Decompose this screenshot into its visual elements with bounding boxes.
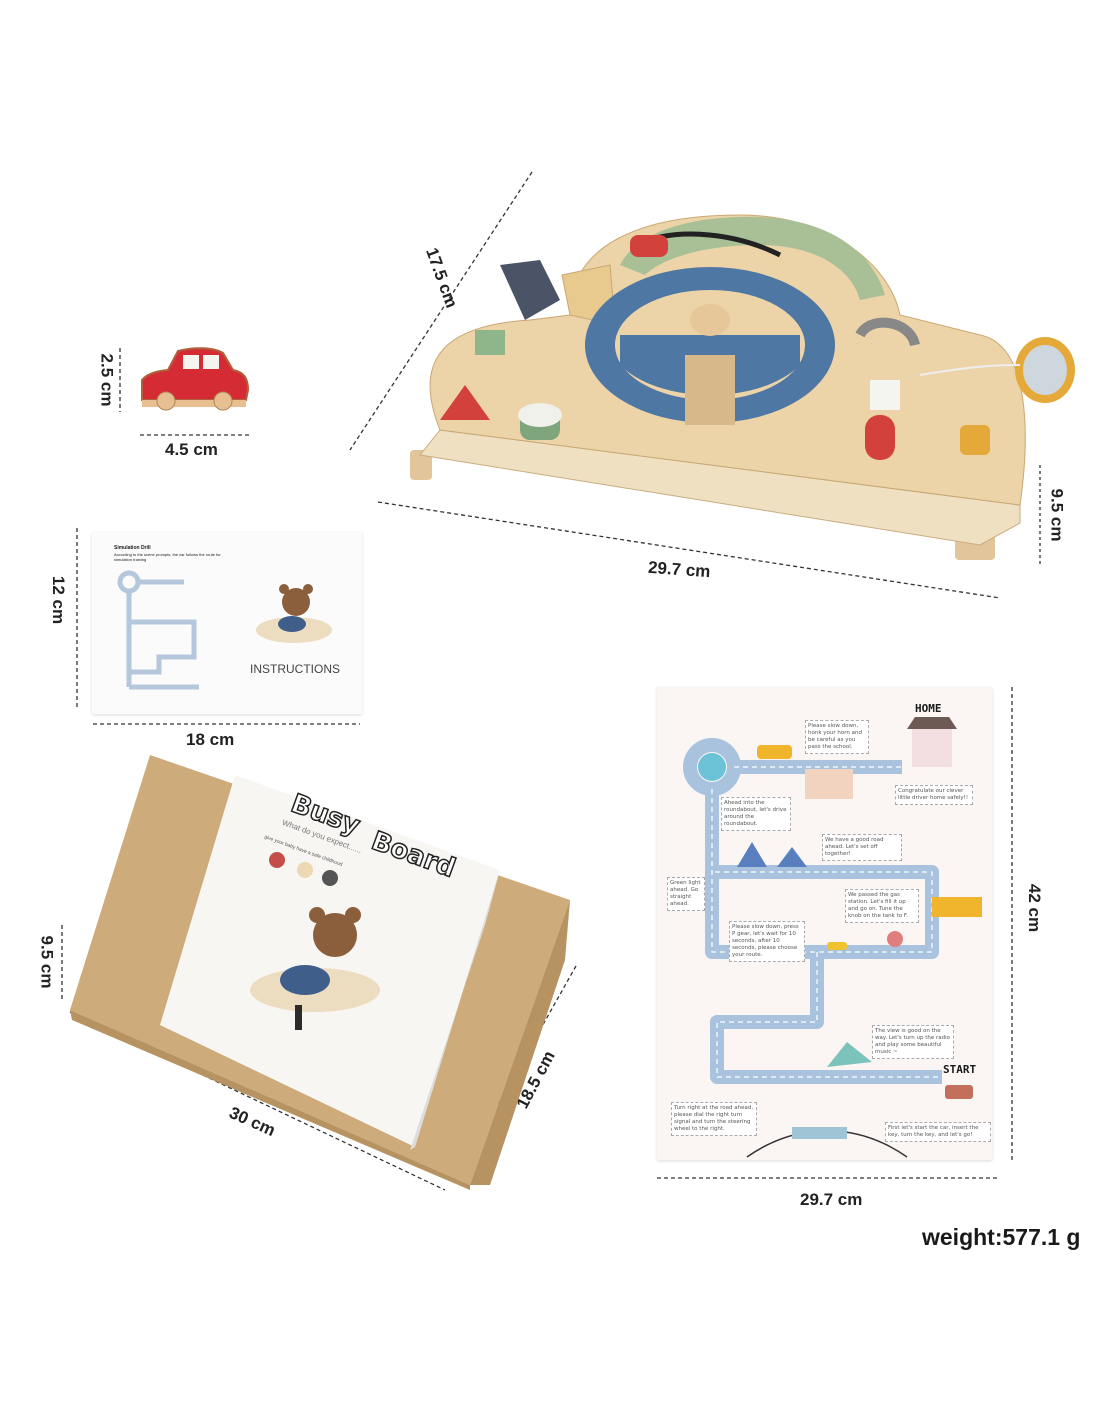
instructions-title: INSTRUCTIONS [250,662,340,676]
map-bubble: Please slow down, honk your horn and be … [805,720,869,754]
map-start-label: START [943,1063,977,1076]
instructions-map-subheading: According to the scene prompts, the car … [114,552,221,562]
weight-label: weight:577.1 g [922,1224,1081,1250]
instructions-card: Simulation Drill According to the scene … [92,532,362,714]
map-width-label: 29.7 cm [800,1190,863,1209]
road-map-image [683,717,982,1158]
instructions-width-label: 18 cm [186,730,235,749]
map-bubble: Congratulate our clever little driver ho… [895,785,973,805]
bear-driving-image [256,584,332,643]
instructions-height-label: 12 cm [49,575,69,625]
map-bubble: The view is good on the way. Let's turn … [872,1025,954,1059]
map-bubble: Please slow down, press P gear, let's wa… [729,921,805,962]
map-height-label: 42 cm [1025,883,1045,933]
instructions-map-heading: Simulation Drill [114,545,151,551]
map-bubble: We have a good road ahead. Let's set off… [822,834,902,861]
mini-map-image [117,570,199,690]
busy-board-image [410,214,1075,560]
box-height-label: 9.5 cm [37,935,57,989]
map-poster: HOME START Please slow down, honk your h… [657,687,992,1160]
car-height-label: 2.5 cm [97,353,117,407]
map-bubble: Turn right at the road ahead, please dia… [671,1102,757,1136]
map-bubble: Green light ahead. Go straight ahead. [667,877,705,911]
gift-box-image [70,755,570,1190]
map-bubble: We passed the gas station. Let's fill it… [845,889,919,923]
map-bubble: Ahead into the roundabout, let's drive a… [721,797,791,831]
map-home-label: HOME [915,702,942,715]
toy-car-image [141,347,250,411]
map-bubble: First let's start the car, insert the ke… [885,1122,991,1142]
car-width-label: 4.5 cm [165,440,218,459]
